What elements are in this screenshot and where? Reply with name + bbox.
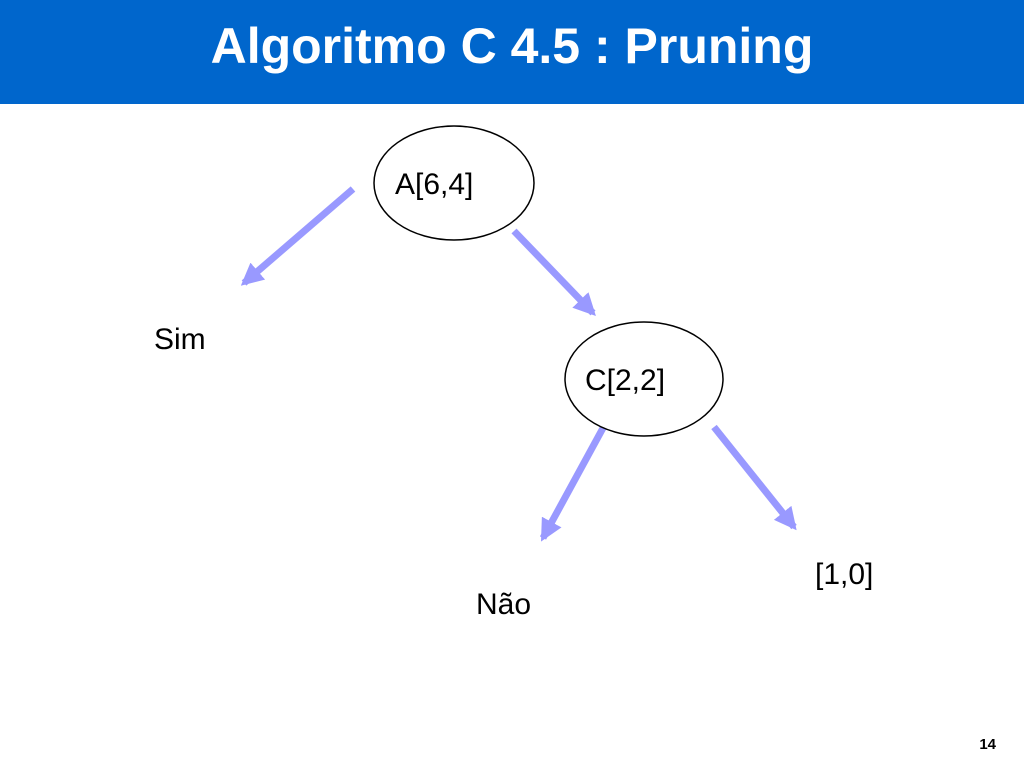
page-number: 14 [979,736,996,753]
tree-node-root: A[6,4] [373,125,535,241]
tree-node-child-ellipse [564,321,724,437]
arrow-root-to-child [511,228,596,317]
leaf-label-sim: Sim [154,323,206,356]
leaf-label-counts: [1,0] [815,558,874,591]
arrow-child-to-counts [711,424,797,531]
arrow-child-to-nao [539,426,607,542]
title-bar: Algoritmo C 4.5 : Pruning [0,0,1024,104]
tree-node-child-label: C[2,2] [585,364,665,397]
tree-node-child: C[2,2] [564,321,724,437]
slide-title: Algoritmo C 4.5 : Pruning [210,18,814,74]
tree-node-root-label: A[6,4] [395,168,473,201]
leaf-label-nao: Não [476,588,532,621]
arrow-root-to-sim [240,186,356,286]
tree-node-root-ellipse [373,125,535,241]
